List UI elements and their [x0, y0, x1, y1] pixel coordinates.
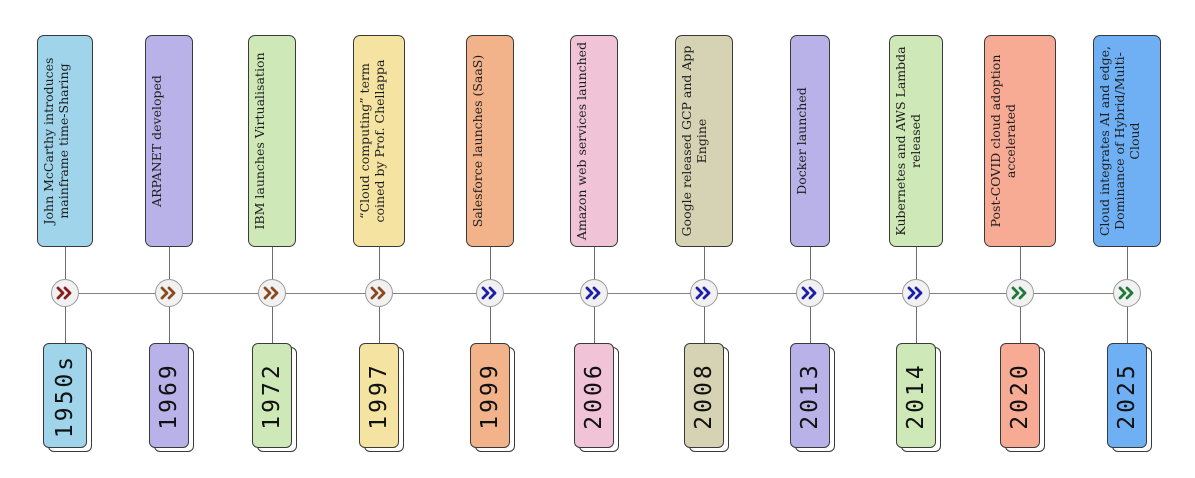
event-connector [168, 247, 170, 279]
timeline-node [690, 279, 718, 307]
timeline-node [796, 279, 824, 307]
year-connector [593, 307, 595, 343]
double-chevron-right-icon [56, 286, 72, 300]
timeline-node [155, 279, 183, 307]
event-connector [703, 247, 705, 279]
year-connector [378, 307, 380, 343]
year-label: 2025 [1114, 361, 1140, 430]
year-connector [271, 307, 273, 343]
year-label: 2006 [581, 361, 607, 430]
event-description: John McCarthy introduces mainframe time-… [41, 57, 71, 225]
event-connector [593, 247, 595, 279]
year-tag: 1997 [359, 343, 399, 448]
event-card: John McCarthy introduces mainframe time-… [37, 35, 93, 247]
event-card: Google released GCP and App Engine [675, 35, 733, 247]
event-card: Amazon web services launched [570, 35, 618, 247]
double-chevron-right-icon [160, 286, 176, 300]
year-label: 1972 [259, 361, 285, 430]
double-chevron-right-icon [695, 286, 711, 300]
timeline-node [51, 279, 79, 307]
event-connector [378, 247, 380, 279]
event-card: Docker launched [790, 35, 830, 247]
event-description: Kubernetes and AWS Lambda released [893, 46, 923, 236]
year-tag: 1999 [470, 343, 510, 448]
event-card: IBM launches Virtualisation [248, 35, 296, 247]
event-card: Salesforce launches (SaaS) [466, 35, 514, 247]
year-label: 2013 [797, 361, 823, 430]
double-chevron-right-icon [801, 286, 817, 300]
year-connector [703, 307, 705, 343]
event-description: Amazon web services launched [574, 41, 589, 241]
year-tag: 2013 [790, 343, 830, 448]
year-tag: 2014 [896, 343, 936, 448]
timeline-node [1113, 279, 1141, 307]
year-tag: 2006 [574, 343, 614, 448]
event-connector [1019, 247, 1021, 279]
timeline-node [1006, 279, 1034, 307]
event-description: ARPANET developed [149, 75, 164, 207]
year-tag: 1969 [149, 343, 189, 448]
timeline-node [902, 279, 930, 307]
year-connector [915, 307, 917, 343]
year-label: 1997 [366, 361, 392, 430]
event-connector [489, 247, 491, 279]
year-connector [168, 307, 170, 343]
event-card: Kubernetes and AWS Lambda released [889, 35, 943, 247]
timeline-node [258, 279, 286, 307]
event-description: Post-COVID cloud adoption accelerated [988, 54, 1018, 228]
year-connector [809, 307, 811, 343]
year-tag: 2008 [684, 343, 724, 448]
event-connector [809, 247, 811, 279]
event-description: Cloud integrates AI and edge, Dominance … [1097, 46, 1142, 237]
year-connector [1126, 307, 1128, 343]
event-card: ARPANET developed [145, 35, 193, 247]
year-tag: 1950s [43, 343, 87, 448]
year-label: 1999 [477, 361, 503, 430]
double-chevron-right-icon [907, 286, 923, 300]
event-connector [915, 247, 917, 279]
event-connector [64, 247, 66, 279]
timeline-node [580, 279, 608, 307]
year-connector [489, 307, 491, 343]
timeline-node [476, 279, 504, 307]
year-label: 2008 [691, 361, 717, 430]
year-connector [64, 307, 66, 343]
double-chevron-right-icon [1118, 286, 1134, 300]
event-description: Salesforce launches (SaaS) [470, 54, 485, 228]
event-card: Cloud integrates AI and edge, Dominance … [1093, 35, 1161, 247]
double-chevron-right-icon [481, 286, 497, 300]
double-chevron-right-icon [1011, 286, 1027, 300]
year-tag: 1972 [252, 343, 292, 448]
year-label: 1950s [52, 353, 78, 438]
year-connector [1019, 307, 1021, 343]
event-connector [1126, 247, 1128, 279]
event-card: Post-COVID cloud adoption accelerated [984, 35, 1056, 247]
year-label: 2014 [903, 361, 929, 430]
double-chevron-right-icon [585, 286, 601, 300]
event-description: “Cloud computing” term coined by Prof. C… [357, 59, 387, 223]
event-description: IBM launches Virtualisation [252, 52, 267, 230]
year-tag: 2020 [1000, 343, 1040, 448]
event-card: “Cloud computing” term coined by Prof. C… [353, 35, 405, 247]
timeline-node [365, 279, 393, 307]
event-description: Docker launched [794, 87, 809, 195]
year-label: 2020 [1007, 361, 1033, 430]
event-connector [271, 247, 273, 279]
year-label: 1969 [156, 361, 182, 430]
double-chevron-right-icon [263, 286, 279, 300]
event-description: Google released GCP and App Engine [679, 45, 709, 237]
year-tag: 2025 [1107, 343, 1147, 448]
double-chevron-right-icon [370, 286, 386, 300]
